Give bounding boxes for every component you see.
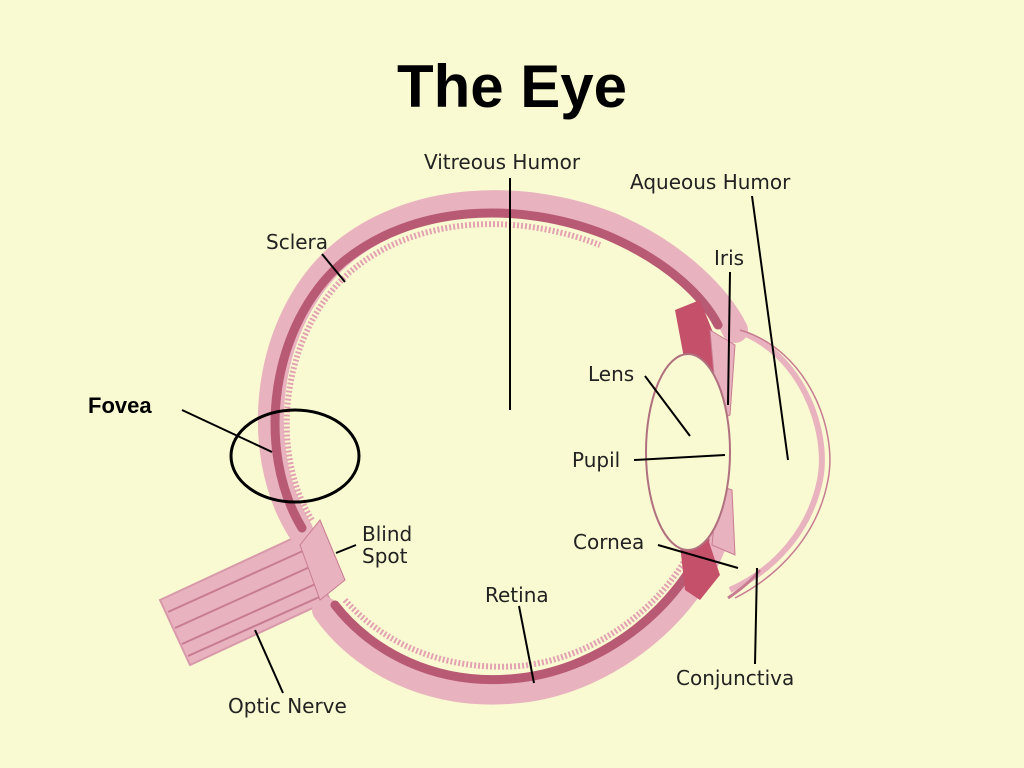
label-lens: Lens (588, 362, 635, 386)
label-retina: Retina (485, 583, 549, 607)
label-sclera: Sclera (266, 230, 329, 254)
pupil-leader (633, 454, 726, 461)
lens-shape (645, 353, 731, 551)
lens-leader (644, 375, 691, 437)
label-aqueous-humor: Aqueous Humor (630, 170, 791, 194)
label-vitreous-humor: Vitreous Humor (424, 150, 581, 174)
page-title: The Eye (396, 53, 628, 120)
blind-spot-leader (335, 544, 357, 554)
aqueous-leader (751, 195, 789, 461)
label-blind-spot-line1: Blind (362, 522, 413, 546)
leader-lines (181, 178, 789, 694)
optic-nerve-leader (254, 629, 284, 694)
cornea-leader (657, 544, 739, 569)
label-optic-nerve: Optic Nerve (228, 694, 347, 718)
iris-leader (727, 271, 731, 406)
label-conjunctiva: Conjunctiva (676, 666, 795, 690)
blind-spot-shape (299, 519, 346, 601)
label-fovea: Fovea (88, 393, 152, 418)
cornea-shape (727, 327, 831, 600)
label-pupil: Pupil (572, 448, 621, 472)
sclera-leader (321, 253, 346, 283)
conjunctiva-leader (754, 567, 758, 665)
sclera-shape (257, 190, 748, 705)
label-blind-spot-line2: Spot (362, 544, 408, 568)
fovea-circle (229, 408, 361, 504)
label-iris: Iris (714, 246, 745, 270)
fovea-leader (181, 409, 273, 453)
retina-leader (518, 605, 535, 684)
label-cornea: Cornea (573, 530, 645, 554)
